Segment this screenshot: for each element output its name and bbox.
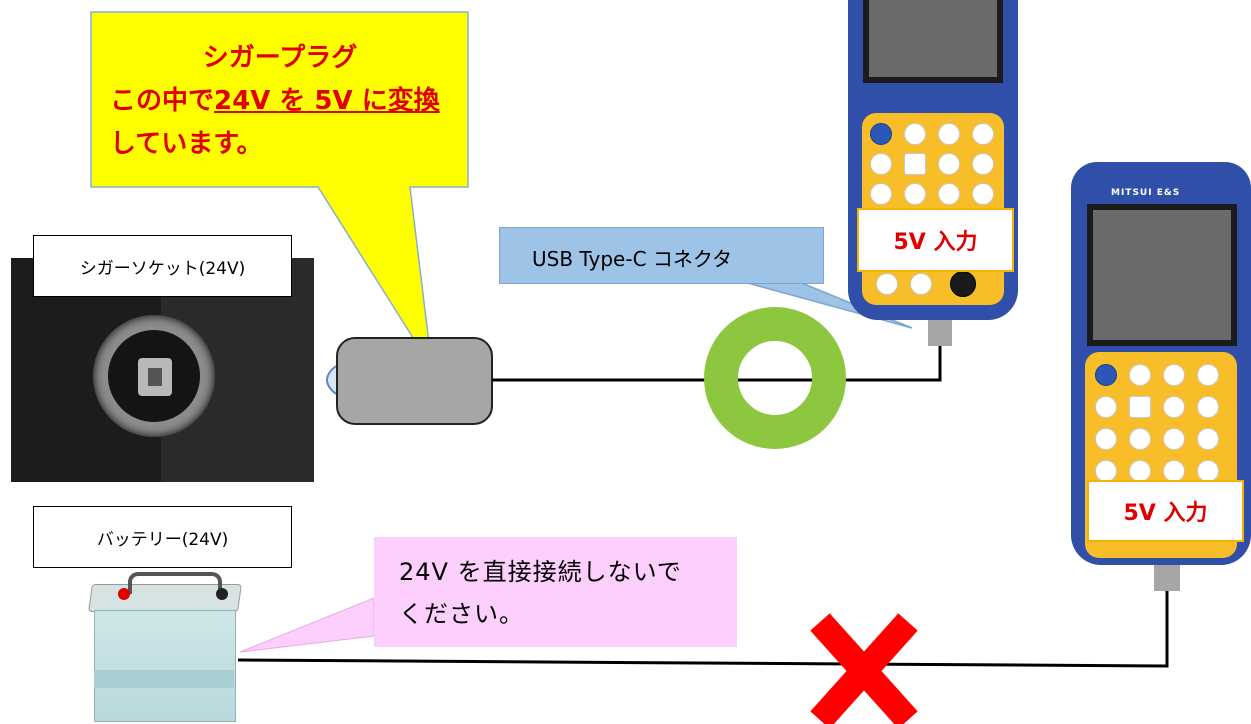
- power-key[interactable]: [1095, 364, 1117, 386]
- key-4[interactable]: [1095, 460, 1117, 482]
- key-3[interactable]: [1197, 428, 1219, 450]
- cigar-plug-body: [336, 337, 493, 425]
- device-top-input-label: 5V 入力: [857, 208, 1014, 272]
- fn-key[interactable]: [972, 153, 994, 175]
- battery-image: [88, 572, 242, 722]
- ferrite-ring: [704, 307, 846, 449]
- warning-callout-box: [374, 537, 737, 647]
- voltage-conversion-emphasis: 24V を 5V に変換: [214, 86, 440, 116]
- key-2[interactable]: [1163, 428, 1185, 450]
- down-key[interactable]: [904, 183, 926, 205]
- usb-c-connector-right: [1154, 563, 1180, 591]
- right-key[interactable]: [1163, 396, 1185, 418]
- warning-callout-text: 24V を直接接続しないで ください。: [399, 551, 682, 635]
- left-key[interactable]: [1095, 396, 1117, 418]
- fn-key[interactable]: [1197, 396, 1219, 418]
- right-key[interactable]: [938, 153, 960, 175]
- device-top-screen: [863, 0, 1003, 83]
- display-key[interactable]: [938, 123, 960, 145]
- prohibited-cross-icon: [810, 613, 918, 724]
- up-key[interactable]: [1129, 364, 1151, 386]
- warning-line1: 24V を直接接続しないで: [399, 558, 682, 586]
- key-1[interactable]: [870, 183, 892, 205]
- up-key[interactable]: [904, 123, 926, 145]
- key-3[interactable]: [972, 183, 994, 205]
- enter-key[interactable]: [950, 271, 976, 297]
- key-7[interactable]: [1197, 460, 1219, 482]
- cigar-socket-label: シガーソケット(24V): [33, 235, 292, 297]
- comm-key[interactable]: [1129, 396, 1151, 418]
- key-2[interactable]: [938, 183, 960, 205]
- usb-callout-text: USB Type-C コネクタ: [532, 247, 733, 271]
- device-right-input-label: 5V 入力: [1087, 480, 1244, 542]
- battery-negative-terminal: [216, 588, 228, 600]
- battery-brand-band: [94, 670, 234, 688]
- battery-positive-terminal: [118, 588, 130, 600]
- device-right-screen: [1087, 204, 1237, 346]
- usb-callout-box: [499, 227, 824, 284]
- plug-callout-line2: この中で24V を 5V に変換: [110, 86, 440, 116]
- battery-body: [94, 610, 236, 722]
- wire-plug-to-device: [492, 345, 942, 382]
- key-1[interactable]: [1095, 428, 1117, 450]
- display-key[interactable]: [1163, 364, 1185, 386]
- handheld-device-top: [848, 0, 1018, 320]
- power-key[interactable]: [870, 123, 892, 145]
- battery-handle: [128, 572, 222, 594]
- delete-key[interactable]: [972, 123, 994, 145]
- battery-label: バッテリー(24V): [33, 506, 292, 568]
- warning-callout-tail: [239, 597, 375, 653]
- device-brand: MITSUI E&S: [1111, 188, 1181, 198]
- usb-c-connector-top: [928, 318, 952, 346]
- plug-side-cap: [326, 365, 337, 395]
- plug-callout-text: シガープラグ この中で24V を 5V に変換 しています。: [110, 37, 450, 166]
- delete-key[interactable]: [1197, 364, 1219, 386]
- plug-callout-title: シガープラグ: [202, 43, 358, 73]
- socket-contact-center: [148, 368, 162, 386]
- left-key[interactable]: [870, 153, 892, 175]
- down-key[interactable]: [1129, 428, 1151, 450]
- key-5[interactable]: [910, 273, 932, 295]
- key-4[interactable]: [876, 273, 898, 295]
- key-6[interactable]: [1163, 460, 1185, 482]
- comm-key[interactable]: [904, 153, 926, 175]
- plug-callout-line3: しています。: [110, 129, 263, 159]
- warning-line2: ください。: [399, 600, 524, 628]
- wire-battery-to-device: [237, 590, 1169, 668]
- plug-callout-shape: [90, 11, 469, 369]
- key-5[interactable]: [1129, 460, 1151, 482]
